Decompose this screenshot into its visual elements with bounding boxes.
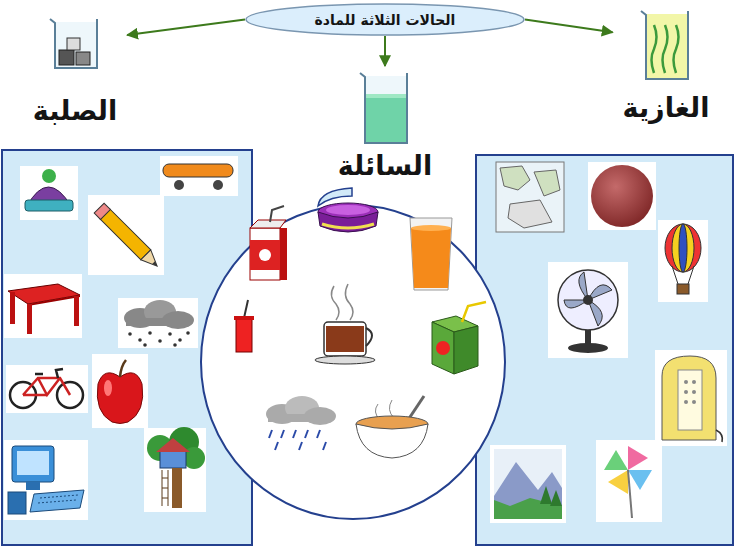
apple-juice-box-icon xyxy=(432,302,486,374)
liquid-circle xyxy=(201,205,505,519)
node-label: الغازية xyxy=(623,92,710,123)
pinwheel-icon xyxy=(596,440,662,522)
soup-bowl-icon xyxy=(356,396,428,458)
map-icon xyxy=(496,162,564,232)
computer-icon xyxy=(4,440,88,520)
hot-air-balloon-icon xyxy=(658,220,708,302)
juice-box-icon xyxy=(250,206,287,280)
gas-panel xyxy=(476,155,733,545)
ball-icon xyxy=(588,162,656,230)
beaker-icon xyxy=(636,8,696,82)
bicycle-icon xyxy=(6,365,88,413)
state-node: السائلة xyxy=(328,66,443,181)
landscape-icon xyxy=(490,445,566,523)
node-label: الحالات الثلاثة للمادة xyxy=(315,12,456,28)
connector-arrow xyxy=(525,20,613,33)
tea-mug-icon xyxy=(315,284,375,364)
snow-cloud-icon xyxy=(118,298,198,348)
cake-bowl-icon xyxy=(318,203,378,232)
skateboard-icon xyxy=(160,156,238,196)
state-node: الغازية xyxy=(613,4,720,123)
hat-icon xyxy=(20,166,78,220)
fan-icon xyxy=(548,262,628,358)
pencil-icon xyxy=(88,195,164,275)
connector-arrow xyxy=(127,20,245,36)
node-label: الصلبة xyxy=(33,95,117,126)
beaker-icon xyxy=(355,70,415,146)
orange-juice-icon xyxy=(410,218,452,290)
table-icon xyxy=(4,274,82,338)
treehouse-icon xyxy=(144,427,206,512)
beaker-icon xyxy=(45,16,105,71)
title-ellipse: الحالات الثلاثة للمادة xyxy=(245,3,525,36)
hair-dryer-icon xyxy=(655,350,727,446)
apple-icon xyxy=(92,354,148,428)
small-cup-icon xyxy=(234,300,254,352)
rain-cloud-icon xyxy=(266,396,336,450)
state-node: الصلبة xyxy=(23,12,127,126)
node-label: السائلة xyxy=(338,150,433,181)
connector-arrow xyxy=(384,36,386,66)
